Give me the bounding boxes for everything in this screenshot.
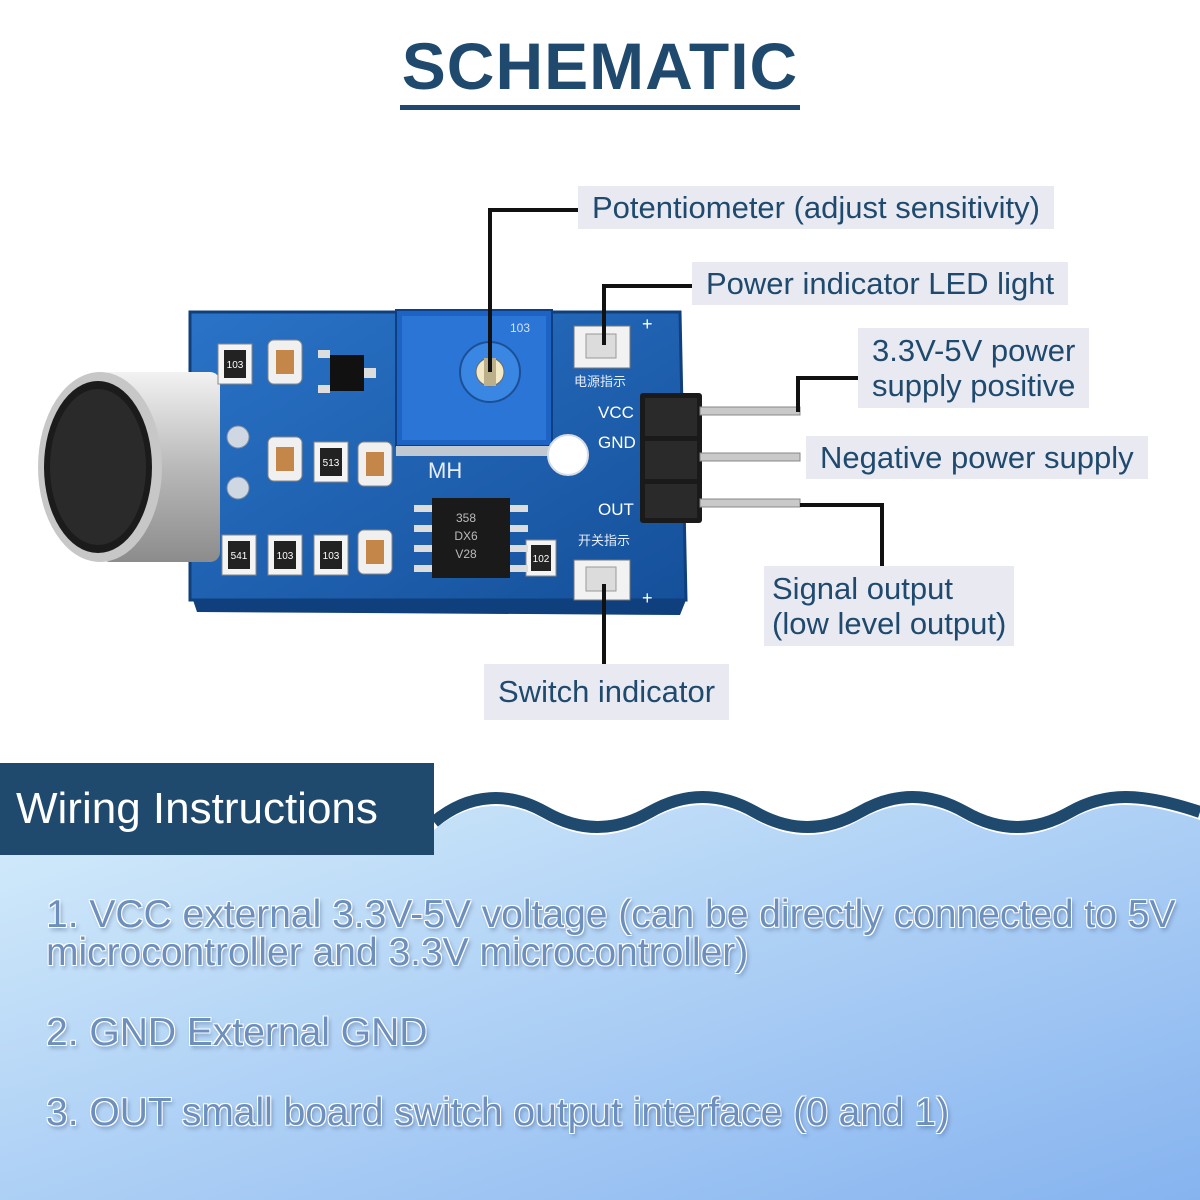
resistors: 103 513 103 103 102 541 [217,343,557,577]
pin-label-out: OUT [598,500,634,519]
label-out-line2: (low level output) [772,606,1007,641]
resistor-label: 102 [533,554,550,565]
plus-sign: + [642,314,653,334]
pin-label-gnd: GND [598,433,636,452]
resistor-label: 103 [277,551,294,562]
leader-lines [488,208,884,664]
page-title-text: SCHEMATIC [399,29,801,110]
switch-led-label: 开关指示 [578,534,630,549]
pot-text: 103 [510,321,530,335]
label-out: Signal output (low level output) [764,566,1015,646]
resistor-label: 103 [227,360,244,371]
wave-background [0,791,1200,1200]
wiring-item-2: 2. GND External GND [46,1011,428,1054]
wiring-item-3: 3. OUT small board switch output interfa… [46,1091,950,1134]
label-vcc-line2: supply positive [872,368,1076,403]
microphone [38,372,220,562]
chip-text: 358 [456,511,476,525]
mounting-hole [547,434,589,476]
chip-text: DX6 [454,529,478,543]
label-vcc-line1: 3.3V-5V power [872,333,1076,368]
ic-chip: 358 DX6 V28 [414,498,528,578]
mh-label: MH [428,458,462,483]
resistor-label: 103 [323,551,340,562]
resistor-label: 541 [231,551,248,562]
chip-text: V28 [455,547,477,561]
wiring-item-1: 1. VCC external 3.3V-5V voltage (can be … [46,893,1176,974]
label-power-led: Power indicator LED light [692,262,1069,305]
pin-label-vcc: VCC [598,403,634,422]
label-vcc: 3.3V-5V power supply positive [858,328,1090,408]
resistor-label: 513 [323,458,340,469]
label-out-line1: Signal output [772,571,953,606]
sound-sensor-module-illustration: 103 513 103 103 102 541 [38,208,884,664]
power-led: 电源指示 + [573,314,653,390]
page-title: SCHEMATIC [0,28,1200,110]
label-switch-indicator: Switch indicator [484,664,730,720]
potentiometer: 103 [395,309,553,456]
power-led-label: 电源指示 [574,375,626,390]
label-gnd: Negative power supply [806,436,1148,479]
wiring-heading: Wiring Instructions [0,763,434,855]
label-potentiometer: Potentiometer (adjust sensitivity) [578,186,1054,229]
header-pins [640,393,801,523]
transistor [318,350,376,393]
plus-sign: + [642,588,653,608]
capacitors [267,339,393,575]
